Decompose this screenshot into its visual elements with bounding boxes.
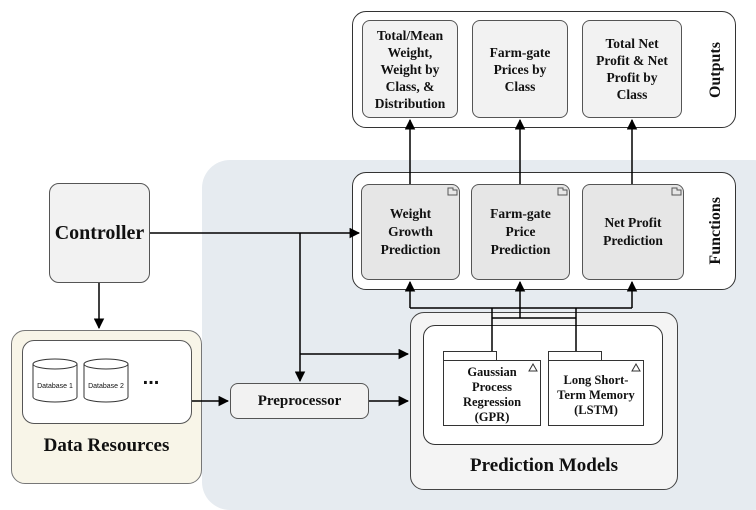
connectors (93, 118, 638, 407)
output-net-profit: Total Net Profit & Net Profit by Class (582, 20, 682, 118)
output-weight-distribution: Total/Mean Weight, Weight by Class, & Di… (362, 20, 458, 118)
database-icon (83, 358, 129, 403)
lstm-package-tab (548, 351, 602, 361)
lstm-model-box: Long Short-Term Memory (LSTM) (548, 360, 644, 426)
function-farm-gate-price: Farm-gate Price Prediction (471, 184, 570, 280)
database-1-label: Database 1 (37, 382, 73, 390)
component-icon (671, 187, 682, 196)
prediction-models-label: Prediction Models (470, 455, 618, 476)
database-icon (32, 358, 78, 403)
function-net-profit: Net Profit Prediction (582, 184, 684, 280)
controller-box: Controller (49, 183, 150, 283)
more-databases-ellipsis: ... (142, 366, 160, 389)
data-resources-label: Data Resources (43, 435, 170, 456)
output-farm-gate-prices: Farm-gate Prices by Class (472, 20, 568, 118)
gpr-package-tab (443, 351, 497, 361)
component-icon (447, 187, 458, 196)
component-icon (557, 187, 568, 196)
preprocessor-box: Preprocessor (230, 383, 369, 419)
gpr-model-box: Gaussian Process Regression (GPR) (443, 360, 541, 426)
function-weight-growth: Weight Growth Prediction (361, 184, 460, 280)
database-2-label: Database 2 (88, 382, 124, 390)
triangle-icon (631, 363, 641, 372)
triangle-icon (528, 363, 538, 372)
